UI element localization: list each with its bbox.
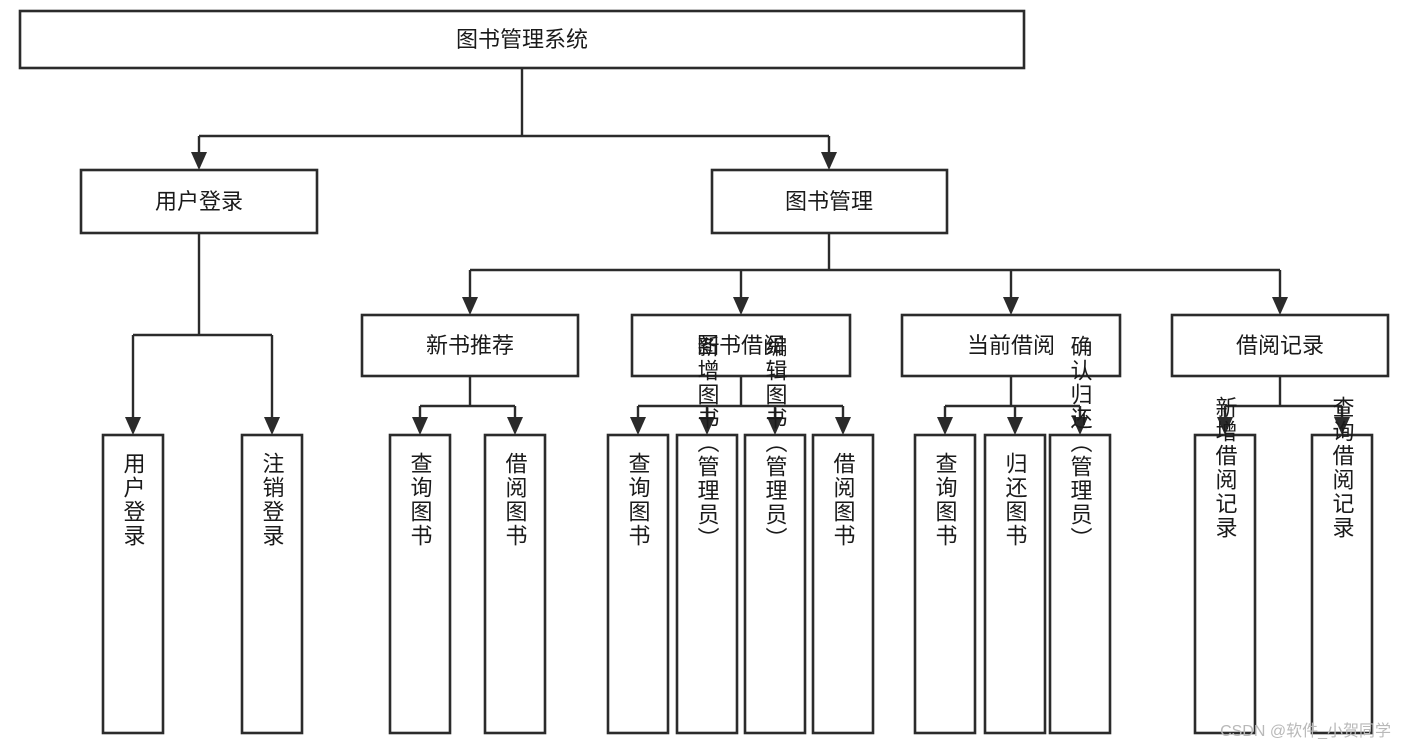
arrowhead-book-borrow-leaf-1 [630,417,646,435]
arrowhead-user-login-leaf-2 [264,417,280,435]
arrowhead-to-new-book-rec [462,297,478,315]
node-leaf-borrow-book-label: 借阅图书 [831,452,856,548]
node-new-book-rec-box[interactable] [360,313,580,378]
connector-book-borrow-to-leaves [636,376,845,425]
node-leaf-confirm-return-box[interactable] [1048,433,1112,735]
node-leaf-return-book-box[interactable] [983,433,1047,735]
connector-book-manage-to-level3 [468,233,1282,305]
arrowhead-root-book-manage [821,152,837,170]
connector-borrow-record-to-leaves [1223,376,1344,425]
node-leaf-query-book[interactable]: 查询图书 [606,433,670,735]
node-user-login[interactable]: 用户登录 [79,168,319,235]
node-leaf-add-record-box[interactable] [1193,433,1257,735]
arrowhead-to-book-borrow [733,297,749,315]
node-leaf-query-book-rec[interactable]: 查询图书 [388,433,452,735]
node-leaf-query-book-rec-label: 查询图书 [408,452,433,548]
node-leaf-borrow-book-rec-label: 借阅图书 [503,452,528,548]
node-leaf-edit-book-box[interactable] [743,433,807,735]
node-leaf-user-login-label: 用户登录 [121,452,146,548]
node-leaf-query-book-box[interactable] [606,433,670,735]
node-current-borrow-label: 当前借阅 [967,333,1055,358]
connector-root-to-level2 [197,68,831,160]
node-leaf-add-record[interactable]: 新增借阅记录 [1193,396,1257,735]
node-leaf-borrow-book[interactable]: 借阅图书 [811,433,875,735]
node-leaf-query-book-rec-box[interactable] [388,433,452,735]
node-leaf-query-book-cur-label: 查询图书 [933,452,958,548]
node-leaf-query-record-box[interactable] [1310,433,1374,735]
node-leaf-return-book-label: 归还图书 [1003,452,1028,548]
arrowhead-book-borrow-leaf-2 [699,417,715,435]
node-leaf-confirm-return[interactable]: 确认归还（管理员） [1048,335,1112,735]
node-book-manage-box[interactable] [710,168,949,235]
leaf-node-layer: 用户登录 注销登录 查询图书 借阅图书 查询图书 新增图书（管理员） [101,335,1374,735]
node-leaf-confirm-return-label: 确认归还（管理员） [1068,335,1093,551]
node-root-box[interactable] [18,9,1026,70]
arrowhead-current-borrow-leaf-2 [1007,417,1023,435]
node-new-book-rec-label: 新书推荐 [426,333,514,358]
node-leaf-logout-label: 注销登录 [260,452,285,548]
arrowhead-current-borrow-leaf-3 [1072,417,1088,435]
node-book-manage-label: 图书管理 [785,189,873,214]
node-leaf-query-record-label: 查询借阅记录 [1330,396,1355,540]
node-leaf-query-book-cur-box[interactable] [913,433,977,735]
node-leaf-borrow-book-rec-box[interactable] [483,433,547,735]
node-leaf-add-book-box[interactable] [675,433,739,735]
node-current-borrow-box[interactable] [900,313,1122,378]
node-borrow-record-label: 借阅记录 [1236,333,1324,358]
arrowhead-root-user-login [191,152,207,170]
node-book-borrow-label: 图书借阅 [697,333,785,358]
arrowhead-book-borrow-leaf-4 [835,417,851,435]
node-book-borrow-box[interactable] [630,313,852,378]
node-leaf-user-login[interactable]: 用户登录 [101,433,165,735]
node-borrow-record-box[interactable] [1170,313,1390,378]
connector-layer [125,68,1350,435]
node-leaf-return-book[interactable]: 归还图书 [983,433,1047,735]
arrowhead-new-book-rec-leaf-2 [507,417,523,435]
node-book-borrow[interactable]: 图书借阅 [630,313,852,378]
node-leaf-logout[interactable]: 注销登录 [240,433,304,735]
arrowhead-borrow-record-leaf-2 [1334,417,1350,435]
node-leaf-query-book-cur[interactable]: 查询图书 [913,433,977,735]
node-root-label: 图书管理系统 [456,27,588,52]
node-borrow-record[interactable]: 借阅记录 [1170,313,1390,378]
node-leaf-add-book-label: 新增图书（管理员） [695,335,720,551]
arrowhead-to-current-borrow [1003,297,1019,315]
node-leaf-edit-book[interactable]: 编辑图书（管理员） [743,335,807,735]
node-user-login-box[interactable] [79,168,319,235]
arrowhead-current-borrow-leaf-1 [937,417,953,435]
node-root[interactable]: 图书管理系统 [18,9,1026,70]
node-leaf-query-book-label: 查询图书 [626,452,651,548]
arrowhead-book-borrow-leaf-3 [767,417,783,435]
node-book-manage[interactable]: 图书管理 [710,168,949,235]
connector-new-book-rec-to-leaves [418,376,517,425]
arrowhead-new-book-rec-leaf-1 [412,417,428,435]
node-leaf-add-record-label: 新增借阅记录 [1213,396,1238,540]
node-leaf-edit-book-label: 编辑图书（管理员） [763,335,788,551]
node-user-login-label: 用户登录 [155,189,243,214]
node-current-borrow[interactable]: 当前借阅 [900,313,1122,378]
arrowhead-user-login-leaf-1 [125,417,141,435]
node-leaf-logout-box[interactable] [240,433,304,735]
arrowhead-to-borrow-record [1272,297,1288,315]
connector-user-login-to-leaves [131,233,274,425]
node-leaf-add-book[interactable]: 新增图书（管理员） [675,335,739,735]
arrowhead-borrow-record-leaf-1 [1217,417,1233,435]
node-leaf-borrow-book-rec[interactable]: 借阅图书 [483,433,547,735]
node-leaf-borrow-book-box[interactable] [811,433,875,735]
node-leaf-query-record[interactable]: 查询借阅记录 [1310,396,1374,735]
node-new-book-rec[interactable]: 新书推荐 [360,313,580,378]
connector-current-borrow-to-leaves [943,376,1082,425]
node-leaf-user-login-box[interactable] [101,433,165,735]
